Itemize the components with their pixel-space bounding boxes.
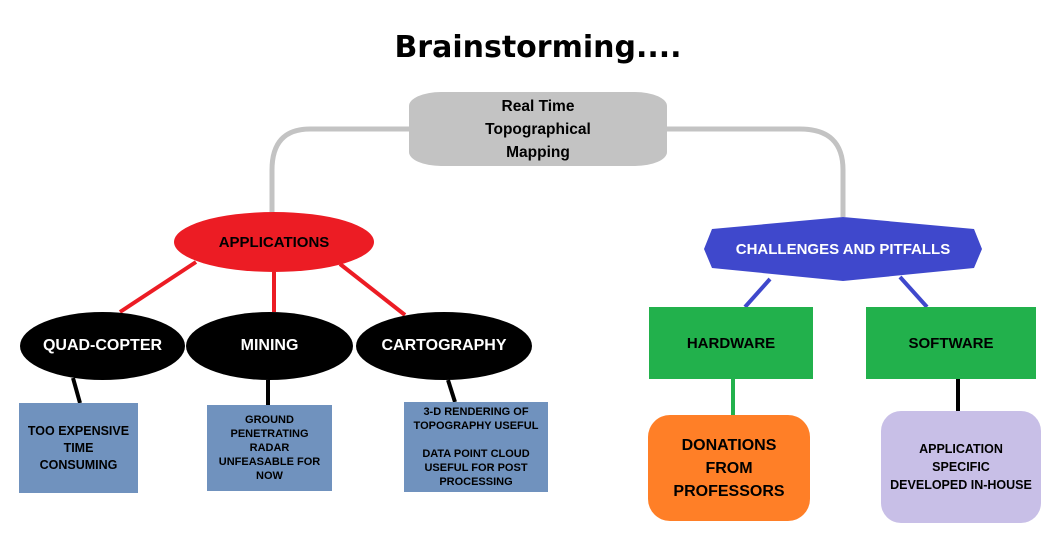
applications-node: APPLICATIONS <box>174 212 374 272</box>
cartography-note-line-2: TOPOGRAPHY USEFUL <box>413 420 539 432</box>
connector-applications-cartography <box>338 262 407 317</box>
page-title: Brainstorming.... <box>394 30 682 65</box>
connector-challenges-software <box>898 275 929 309</box>
software-note-line-2: SPECIFIC <box>932 460 990 474</box>
mining-note-line-2: PENETRATING <box>230 428 309 440</box>
root-line-3: Mapping <box>506 143 570 161</box>
hardware-note: DONATIONS FROM PROFESSORS <box>648 415 810 521</box>
cartography-note-line-5: USEFUL FOR POST <box>424 462 528 474</box>
connector-root-applications <box>269 126 409 212</box>
challenges-node: CHALLENGES AND PITFALLS <box>735 240 951 258</box>
hardware-note-line-1: DONATIONS <box>681 436 777 454</box>
cartography-note-line-4: DATA POINT CLOUD <box>422 448 530 460</box>
quadcopter-note: TOO EXPENSIVE TIME CONSUMING <box>19 403 138 493</box>
mining-note-line-3: RADAR <box>249 442 290 454</box>
software-note-line-1: APPLICATION <box>919 442 1003 456</box>
cartography-note-line-1: 3-D RENDERING OF <box>423 406 529 418</box>
quadcopter-note-line-1: TOO EXPENSIVE <box>27 423 130 438</box>
root-node-shape <box>409 92 667 166</box>
cartography-note: 3-D RENDERING OF TOPOGRAPHY USEFUL DATA … <box>404 402 548 492</box>
quadcopter-node: QUAD-COPTER <box>20 312 185 380</box>
connector-root-challenges <box>667 126 846 217</box>
hardware-note-line-2: FROM <box>705 459 753 477</box>
quadcopter-note-line-2: TIME CONSUMING <box>39 440 118 472</box>
connector-cartography-note <box>446 379 457 403</box>
hardware-note-line-3: PROFESSORS <box>673 482 785 500</box>
cartography-node: CARTOGRAPHY <box>356 312 532 380</box>
connector-challenges-hardware <box>743 277 772 309</box>
mining-note-line-4: UNFEASABLE FOR NOW <box>218 456 321 482</box>
challenges-node-shape <box>704 217 982 281</box>
mining-note: GROUND PENETRATING RADAR UNFEASABLE FOR … <box>207 405 332 491</box>
root-line-1: Real Time <box>501 97 575 115</box>
connector-applications-quadcopter <box>118 260 198 314</box>
software-note-line-3: DEVELOPED IN-HOUSE <box>890 478 1032 492</box>
connector-quadcopter-note <box>71 377 82 404</box>
root-line-2: Topographical <box>485 120 591 138</box>
software-node: SOFTWARE <box>866 307 1036 379</box>
root-node: Real Time Topographical Mapping <box>409 92 667 166</box>
mining-note-line-1: GROUND <box>245 414 294 426</box>
cartography-note-line-6: PROCESSING <box>439 476 513 488</box>
hardware-node: HARDWARE <box>649 307 813 379</box>
software-note: APPLICATION SPECIFIC DEVELOPED IN-HOUSE <box>881 411 1041 523</box>
mining-node: MINING <box>186 312 353 380</box>
